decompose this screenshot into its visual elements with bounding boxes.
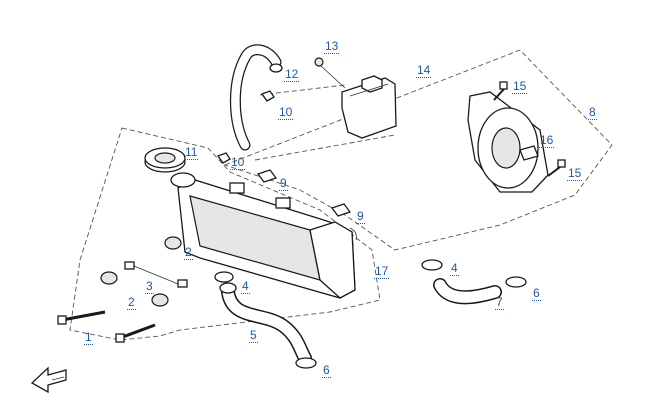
lower-hose-5 — [221, 285, 312, 365]
callout-3[interactable]: 3 — [145, 279, 154, 294]
bolt-13 — [314, 57, 346, 89]
bracket-9b — [330, 203, 352, 217]
grommet-lower-b — [151, 293, 169, 307]
arrow-icon — [30, 366, 67, 394]
grommet-lower-a — [100, 271, 118, 285]
cooling-fan — [467, 91, 549, 193]
callout-10-lower[interactable]: 10 — [230, 155, 246, 170]
callout-2-lower[interactable]: 2 — [127, 295, 136, 310]
callout-17[interactable]: 17 — [374, 264, 390, 279]
callout-6-left[interactable]: 6 — [322, 363, 331, 378]
callout-11[interactable]: 11 — [184, 145, 199, 160]
callout-5[interactable]: 5 — [249, 328, 258, 343]
callout-15-upper[interactable]: 15 — [512, 79, 528, 94]
callout-14[interactable]: 14 — [416, 63, 432, 78]
radiator — [170, 172, 357, 299]
callout-9-upper[interactable]: 9 — [279, 176, 288, 191]
hose-clamp-6b — [505, 276, 527, 288]
bolt-1b — [115, 323, 156, 343]
collar-b — [177, 279, 188, 288]
callout-4-left[interactable]: 4 — [241, 279, 250, 294]
grommet-upper — [164, 236, 182, 250]
hose-clamp-upper — [260, 90, 275, 102]
hose-clamp-4b — [421, 259, 443, 271]
callout-7[interactable]: 7 — [495, 295, 504, 310]
hose-clamp-4a — [214, 271, 234, 283]
callout-10-upper[interactable]: 10 — [278, 105, 294, 120]
bolt-15b — [547, 159, 566, 177]
callout-16[interactable]: 16 — [539, 133, 555, 148]
hose-clamp-lower — [216, 152, 231, 164]
callout-4-right[interactable]: 4 — [450, 261, 459, 276]
callout-12[interactable]: 12 — [284, 67, 300, 82]
callout-13[interactable]: 13 — [324, 39, 340, 54]
collar-a — [124, 261, 135, 270]
callout-6-right[interactable]: 6 — [532, 286, 541, 301]
dashed-outline-overflow-tank — [254, 84, 396, 161]
callout-1[interactable]: 1 — [84, 330, 93, 345]
dashed-outline-fan-group — [223, 49, 613, 251]
callout-8[interactable]: 8 — [588, 105, 597, 120]
callout-2-upper[interactable]: 2 — [184, 245, 193, 260]
callout-15-lower[interactable]: 15 — [567, 166, 583, 181]
dashed-outline-radiator-group — [69, 127, 381, 341]
overflow-tank — [341, 75, 397, 139]
radiator-cap — [144, 147, 186, 173]
callout-9-lower[interactable]: 9 — [356, 209, 365, 224]
bolt-1a — [57, 310, 106, 325]
bracket-9a — [256, 169, 278, 183]
bolt-15a — [493, 81, 508, 101]
hose-clamp-6a — [295, 357, 317, 369]
